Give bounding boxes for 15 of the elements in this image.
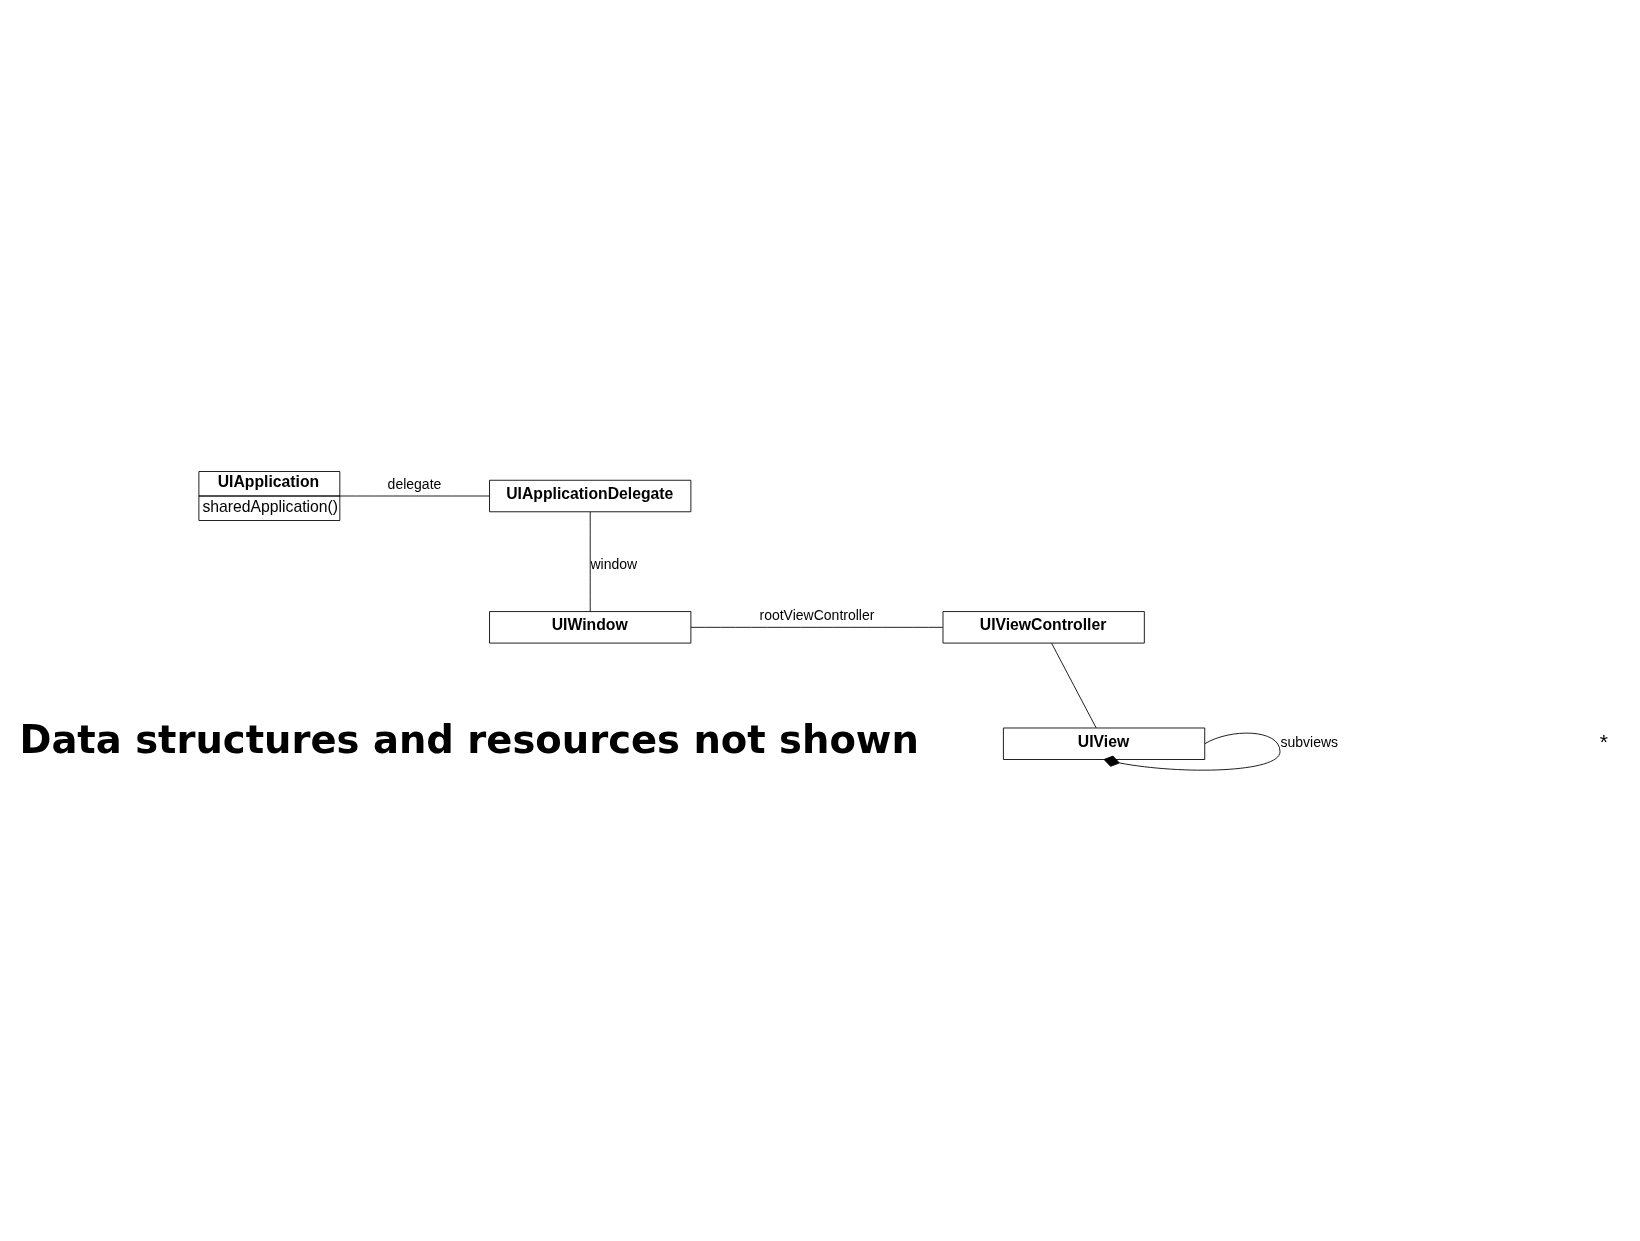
node-box: UIViewController: [942, 610, 1145, 644]
label: Data structures and resources not shown: [19, 716, 919, 762]
connector: [589, 511, 591, 612]
connector: [1051, 642, 1097, 728]
edge-label: subviews: [1280, 733, 1339, 750]
node-box: UIView: [1002, 727, 1206, 760]
edge-label: delegate: [387, 475, 442, 492]
node-box: UIWindow: [489, 610, 692, 644]
label: *: [1599, 729, 1609, 753]
connector: [690, 626, 944, 628]
edge-label: window: [590, 555, 638, 572]
connector: [1103, 732, 1281, 771]
connector: [339, 495, 490, 496]
node-box: UIApplicationDelegate: [489, 479, 692, 512]
edge-label: rootViewController: [759, 606, 875, 623]
